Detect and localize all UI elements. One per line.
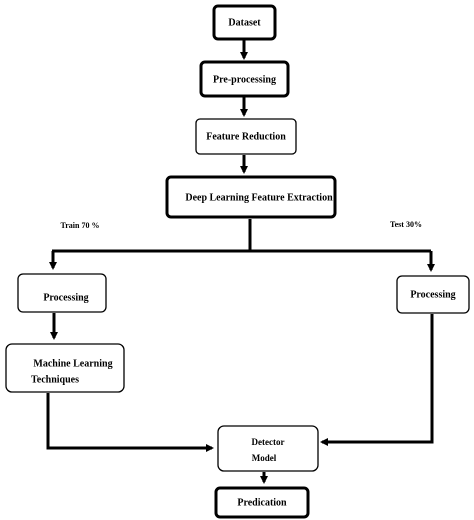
node-detector: Detector Model <box>217 425 319 472</box>
node-deep-learning-box <box>165 175 337 219</box>
node-dataset-box <box>212 4 277 41</box>
node-detector-label-line1: Detector <box>252 437 285 447</box>
arrow-processing-right-to-detector <box>320 314 434 446</box>
edge-label-test: Test 30% <box>390 220 422 229</box>
node-processing-left: Processing <box>17 273 107 313</box>
node-detector-label-line2: Model <box>252 453 277 463</box>
node-prediction: Predication <box>214 486 310 519</box>
node-processing-right-box <box>396 275 470 314</box>
node-prediction-label: Predication <box>237 497 287 508</box>
node-deep-learning-label: Deep Learning Feature Extraction <box>185 192 333 203</box>
edge-label-train: Train 70 % <box>61 221 100 230</box>
arrow-machine-learning-to-detector <box>46 393 214 452</box>
node-machine-learning: Machine Learning Techniques <box>5 343 125 393</box>
node-feature-reduction: Feature Reduction <box>195 118 297 155</box>
node-machine-learning-box <box>5 343 125 393</box>
node-deep-learning: Deep Learning Feature Extraction <box>165 175 337 219</box>
node-dataset-label: Dataset <box>228 17 261 28</box>
node-dataset: Dataset <box>212 4 277 41</box>
node-processing-right: Processing <box>396 275 470 314</box>
node-feature-reduction-box <box>195 118 297 155</box>
node-feature-reduction-label: Feature Reduction <box>206 131 286 142</box>
node-machine-learning-label-line2: Techniques <box>31 374 79 385</box>
connectors <box>46 40 435 484</box>
node-detector-box <box>217 425 319 472</box>
node-processing-left-label: Processing <box>43 292 88 303</box>
node-preprocessing-box <box>199 60 290 98</box>
node-preprocessing-label: Pre-processing <box>213 74 276 85</box>
node-machine-learning-label-line1: Machine Learning <box>33 358 112 369</box>
node-prediction-box <box>214 486 310 519</box>
node-processing-right-label: Processing <box>410 289 455 300</box>
node-preprocessing: Pre-processing <box>199 60 290 98</box>
node-processing-left-box <box>17 273 107 313</box>
